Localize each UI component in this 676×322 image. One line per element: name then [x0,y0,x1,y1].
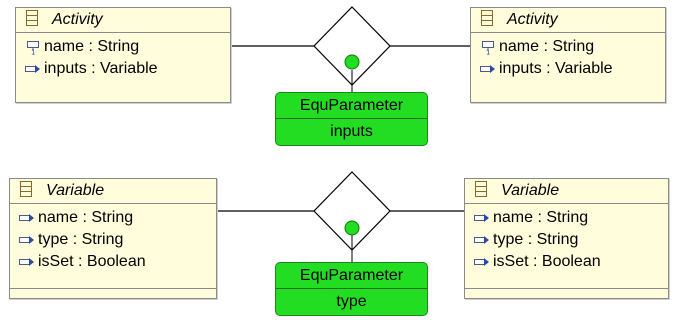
class-icon [481,9,493,31]
attribute-row[interactable]: name : String [10,207,216,229]
attribute-row[interactable]: type : String [10,229,216,251]
class-header: Activity [16,8,230,33]
attribute-text: inputs : Variable [44,60,158,77]
reference-arrow-icon [471,232,493,248]
attribute-row[interactable]: isSet : Boolean [10,251,216,273]
attribute-list: name : String type : String isSet : Bool… [10,204,216,289]
reference-arrow-icon [471,254,493,270]
class-name: Activity [507,11,558,28]
attribute-text: type : String [38,231,124,248]
equ-parameter-box-inputs[interactable]: EquParameter inputs [275,92,428,146]
reference-arrow-icon [16,210,38,226]
parameter-value: inputs [330,123,373,140]
attribute-row[interactable]: inputs : Variable [471,58,665,80]
attribute-text: name : String [493,209,589,226]
class-icon [26,9,38,31]
class-header: Variable [465,179,668,204]
reference-arrow-icon [471,210,493,226]
attribute-text: name : String [38,209,134,226]
parameter-value: type [336,293,367,310]
key-attribute-icon: 1 [22,39,44,55]
attribute-text: inputs : Variable [499,60,613,77]
node-dot-2[interactable] [344,220,360,236]
class-name: Variable [501,182,560,199]
reference-arrow-icon [16,254,38,270]
key-attribute-icon: 1 [477,39,499,55]
class-header: Variable [10,179,216,204]
svg-text:1: 1 [31,49,35,56]
attribute-list: 1 name : String inputs : Variable [16,33,230,80]
svg-text:1: 1 [486,49,490,56]
class-name: Variable [46,182,105,199]
attribute-row[interactable]: type : String [465,229,668,251]
attribute-text: isSet : Boolean [38,253,146,270]
class-name: Activity [52,11,103,28]
attribute-row[interactable]: 1 name : String [16,36,230,58]
reference-arrow-icon [477,61,499,77]
attribute-list: name : String type : String isSet : Bool… [465,204,668,289]
node-dot-1[interactable] [344,54,360,70]
class-icon [475,180,487,202]
attribute-row[interactable]: isSet : Boolean [465,251,668,273]
reference-arrow-icon [22,61,44,77]
attribute-row[interactable]: name : String [465,207,668,229]
attribute-row[interactable]: inputs : Variable [16,58,230,80]
class-box-activity-right[interactable]: Activity 1 name : String inputs : Variab… [470,7,666,103]
class-icon [20,180,32,202]
class-box-variable-left[interactable]: Variable name : String type : String isS… [9,178,217,299]
class-box-activity-left[interactable]: Activity 1 name : String inputs : Variab… [15,7,231,103]
attribute-list: 1 name : String inputs : Variable [471,33,665,80]
parameter-title: EquParameter [276,93,427,119]
attribute-text: type : String [493,231,579,248]
class-header: Activity [471,8,665,33]
attribute-text: name : String [44,38,140,55]
reference-arrow-icon [16,232,38,248]
class-box-variable-right[interactable]: Variable name : String type : String isS… [464,178,669,299]
attribute-text: name : String [499,38,595,55]
attribute-text: isSet : Boolean [493,253,601,270]
equ-parameter-box-type[interactable]: EquParameter type [275,262,428,316]
parameter-title: EquParameter [276,263,427,289]
attribute-row[interactable]: 1 name : String [471,36,665,58]
